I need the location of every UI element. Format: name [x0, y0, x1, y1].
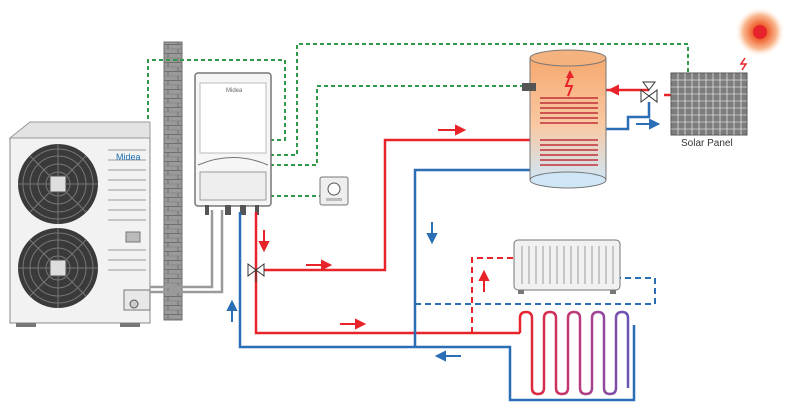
- solar-panel-label: Solar Panel: [681, 138, 733, 149]
- solar-valve-icon: [640, 81, 658, 103]
- thermostat-icon: [319, 176, 349, 206]
- cold-return-pipes: [238, 102, 651, 402]
- outdoor-unit: Midea: [8, 121, 151, 327]
- arrow-red-6: [607, 84, 630, 96]
- hydro-box-brand: Midea: [226, 88, 243, 94]
- radiator: [513, 239, 621, 294]
- outdoor-fan-top: [18, 144, 98, 224]
- outdoor-fan-bottom: [18, 228, 98, 308]
- heater-lightning-icon: [564, 75, 574, 97]
- solar-panel: [670, 72, 748, 136]
- arrow-red-5: [478, 269, 490, 292]
- refrigerant-lines: [150, 210, 224, 294]
- arrow-blue-1: [426, 222, 438, 245]
- hydro-box: Midea: [194, 72, 272, 215]
- sun-icon: [736, 8, 784, 56]
- arrow-red-2: [306, 259, 333, 271]
- lightning-icon: [739, 57, 748, 71]
- arrow-blue-3: [226, 299, 238, 322]
- flow-arrows: [226, 84, 661, 362]
- control-wiring: [147, 43, 689, 197]
- outdoor-unit-brand: Midea: [116, 152, 141, 162]
- arrow-red-4: [258, 230, 270, 253]
- hot-supply-pipes: [254, 138, 530, 335]
- arrow-blue-4: [636, 118, 661, 130]
- radiator-optional-pipes: [415, 257, 656, 333]
- underfloor-heating-coil: [518, 310, 630, 396]
- three-way-valve-icon: [247, 263, 265, 282]
- arrow-red-1: [438, 124, 467, 136]
- arrow-blue-2: [434, 350, 461, 362]
- arrow-red-3: [340, 318, 367, 330]
- brick-wall: [163, 41, 183, 321]
- hot-water-tank: [522, 49, 607, 189]
